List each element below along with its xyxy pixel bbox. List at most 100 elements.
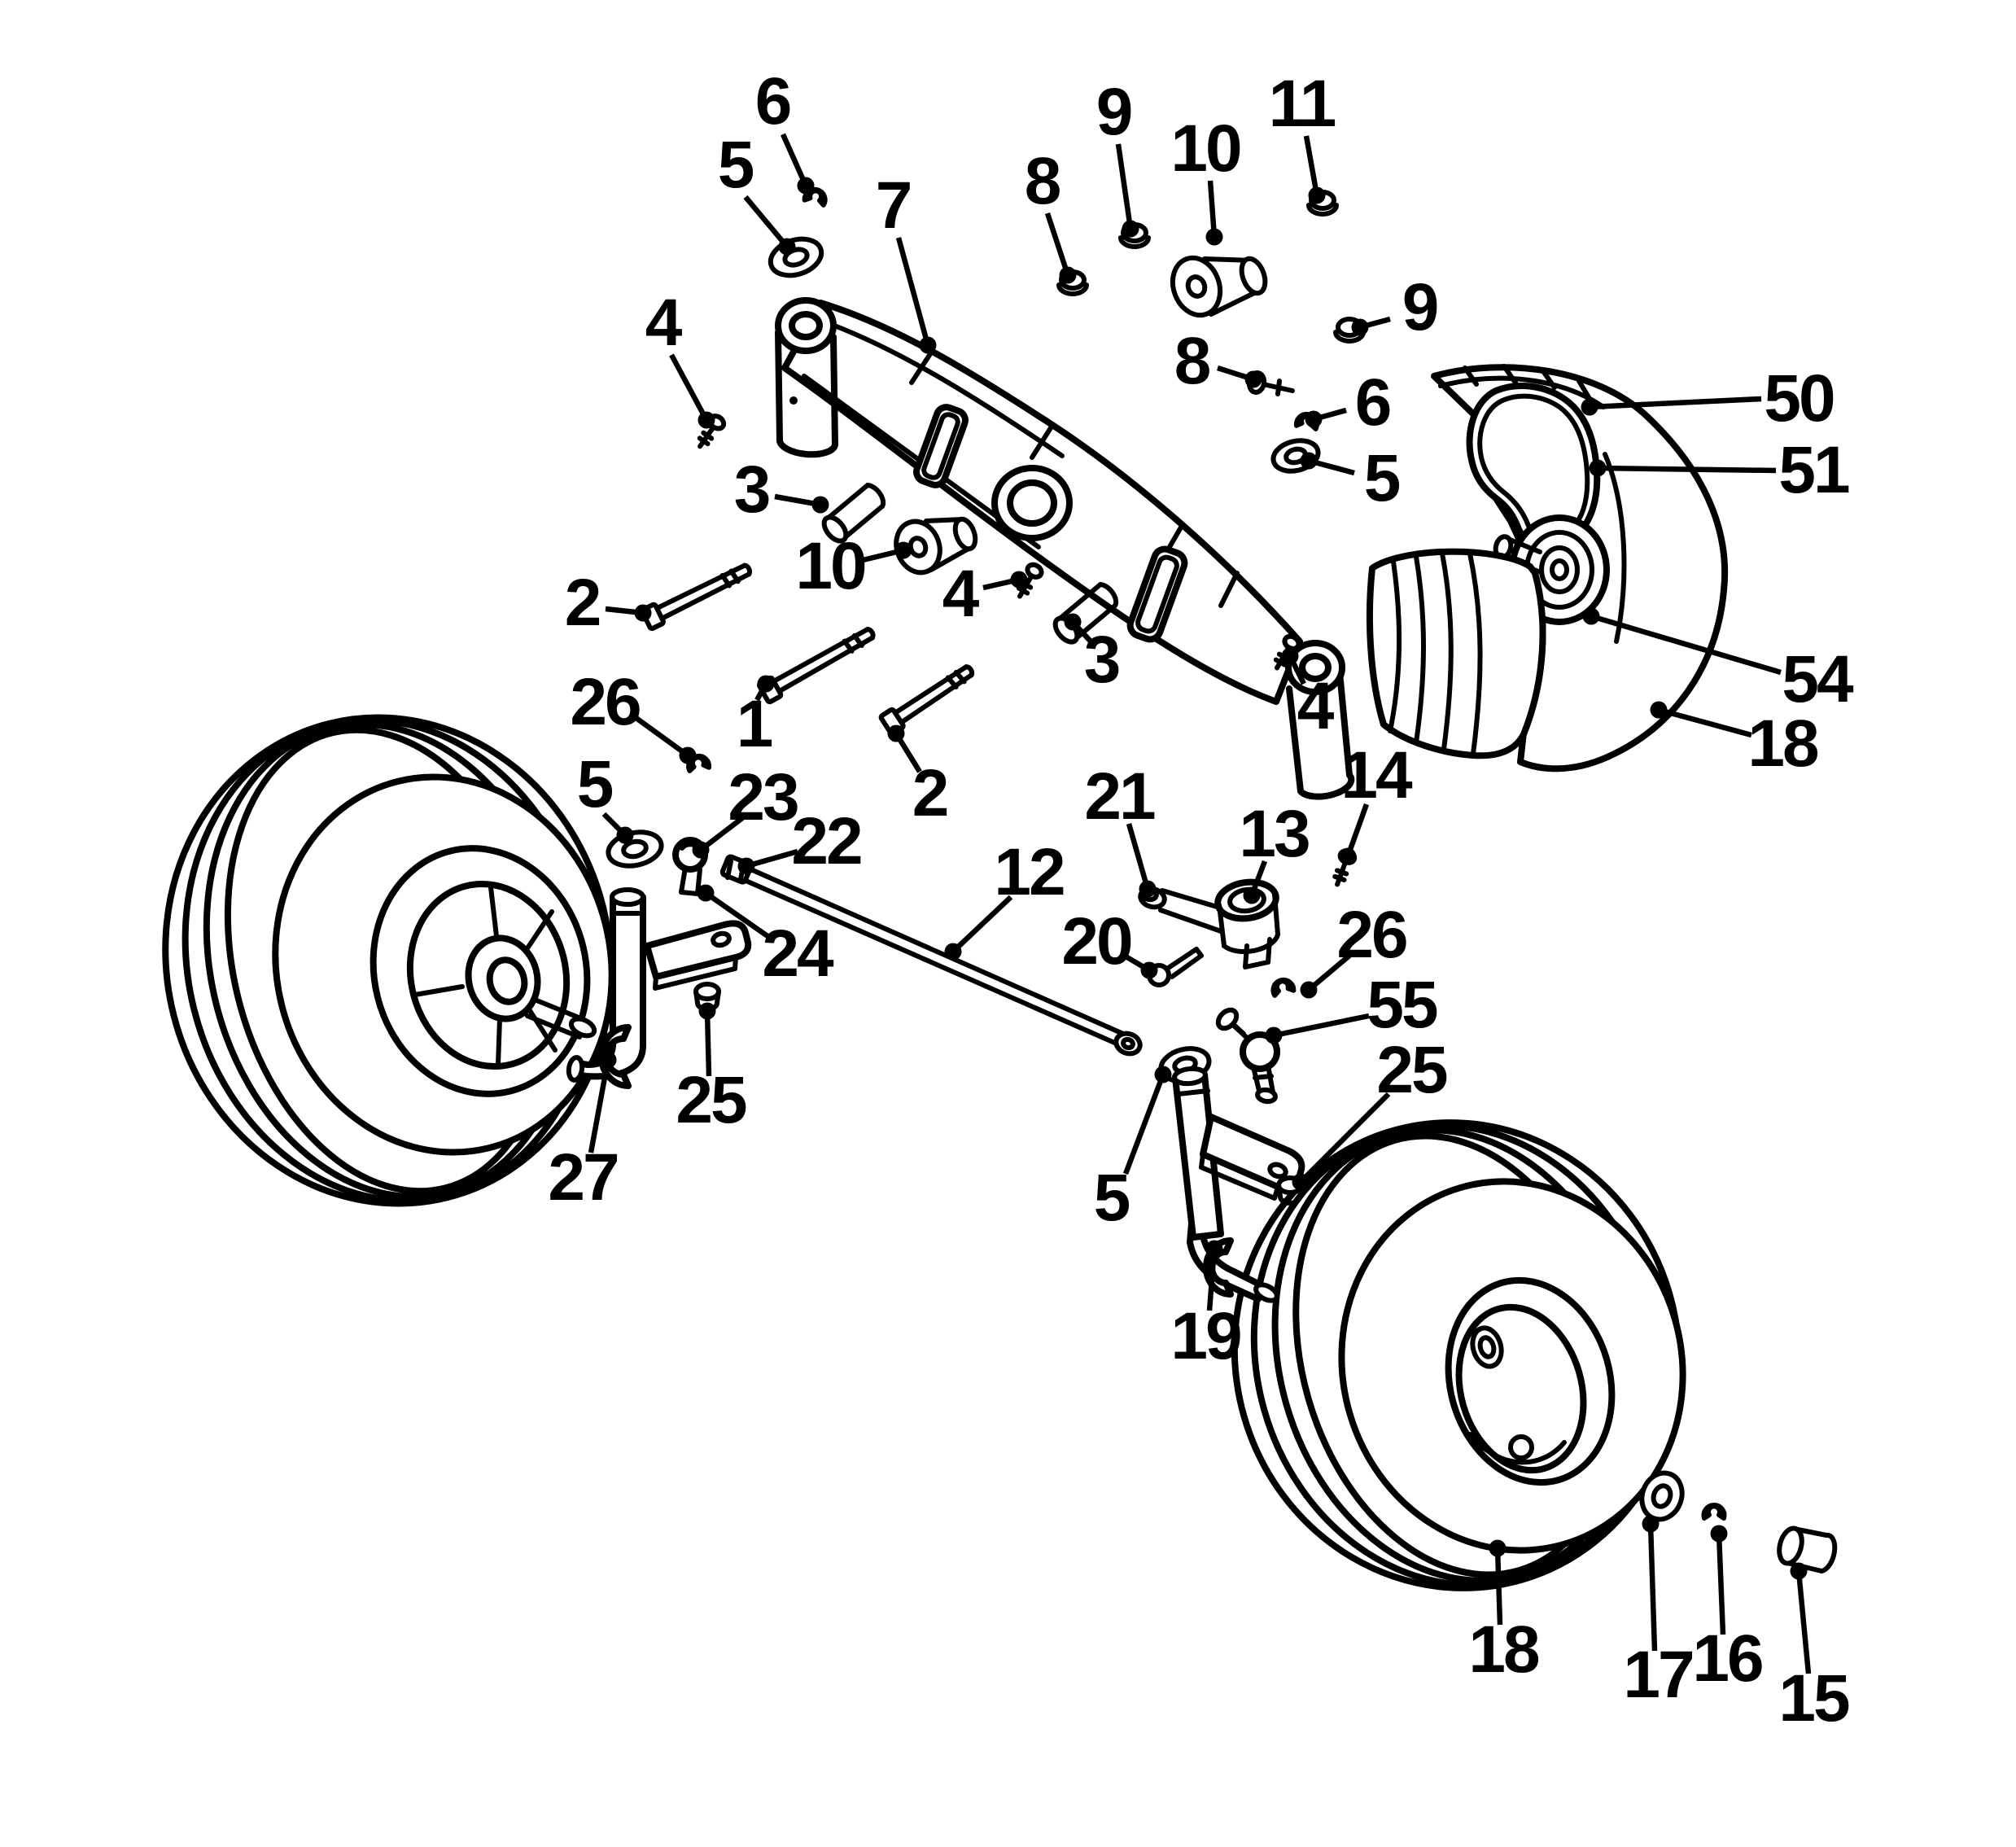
callout-label-5-37: 5 xyxy=(1094,1161,1130,1235)
leader-dot xyxy=(1790,1562,1808,1580)
leader-dot xyxy=(1281,647,1299,665)
axle-beam xyxy=(775,297,1355,800)
center-pivot-boss xyxy=(991,465,1073,541)
flat-washer xyxy=(767,236,824,278)
leader-dot xyxy=(1139,880,1157,898)
flat-washer xyxy=(606,829,664,869)
leader-line xyxy=(746,848,798,869)
beam-window xyxy=(913,404,969,488)
callout-51: 51 xyxy=(1589,433,1852,507)
hex-bolt xyxy=(757,627,876,705)
leader-line xyxy=(1115,143,1134,230)
leader-line xyxy=(1716,1533,1726,1635)
callout-label-50-11: 50 xyxy=(1764,361,1834,435)
leader-dot xyxy=(1064,613,1082,631)
leader-dot xyxy=(887,724,905,742)
callout-18: 18 xyxy=(1468,1539,1542,1687)
callout-label-19-40: 19 xyxy=(1170,1299,1240,1373)
leader-line xyxy=(1597,465,1777,474)
leader-line xyxy=(1589,396,1762,410)
leader-dot xyxy=(1010,571,1028,589)
callout-6: 6 xyxy=(1305,365,1393,440)
callout-label-2-22: 2 xyxy=(912,756,947,830)
callout-label-54-13: 54 xyxy=(1782,642,1854,716)
leader-dot xyxy=(737,857,755,875)
callout-10: 10 xyxy=(795,529,912,603)
leader-line xyxy=(1494,1547,1503,1626)
cutaway-wheel xyxy=(1366,364,1729,773)
pivot-bushing xyxy=(1170,255,1268,318)
callout-5: 5 xyxy=(1300,441,1402,515)
leader-dot xyxy=(1059,266,1077,284)
leader-dot xyxy=(1489,1539,1507,1557)
callout-3: 3 xyxy=(734,453,829,527)
callout-26: 26 xyxy=(1300,898,1409,999)
callout-label-14-31: 14 xyxy=(1340,738,1413,812)
leader-dot xyxy=(1642,1515,1660,1533)
hub-bore xyxy=(1470,1325,1504,1369)
leader-line xyxy=(1647,1523,1658,1652)
leader-dot xyxy=(944,943,962,961)
callout-8: 8 xyxy=(1025,144,1077,284)
leader-line xyxy=(1306,953,1352,992)
tie-rod xyxy=(740,865,1143,1057)
hub-bore-hole xyxy=(1477,1335,1497,1359)
callout-9: 9 xyxy=(1096,75,1139,238)
callout-label-24-32: 24 xyxy=(762,917,834,991)
callout-label-55-35: 55 xyxy=(1367,968,1437,1042)
callout-label-4-19: 4 xyxy=(942,557,980,631)
leader-line xyxy=(1658,707,1752,738)
cap-nut xyxy=(693,982,721,1012)
callout-9: 9 xyxy=(1351,270,1440,344)
leader-dot xyxy=(698,1002,716,1020)
leader-dot xyxy=(1292,1173,1310,1191)
leader-line xyxy=(1206,1248,1218,1311)
callout-label-3-16: 3 xyxy=(734,453,769,527)
leader-dot xyxy=(919,336,937,354)
leader-dot xyxy=(894,541,912,559)
tread-ribs xyxy=(1388,551,1483,756)
leader-dot xyxy=(1589,459,1607,477)
leader-dot xyxy=(1300,981,1318,999)
callout-label-10-17: 10 xyxy=(795,529,865,603)
leader-dot xyxy=(1140,961,1158,979)
e-clip xyxy=(1270,977,1297,998)
callout-label-5-25: 5 xyxy=(577,747,613,821)
callout-label-5-1: 5 xyxy=(718,128,754,202)
leader-dot xyxy=(1154,1066,1172,1083)
callout-label-17-42: 17 xyxy=(1623,1638,1692,1712)
callout-label-10-5: 10 xyxy=(1170,112,1240,186)
callout-6: 6 xyxy=(755,64,815,195)
callout-18: 18 xyxy=(1650,701,1821,781)
callout-label-5-10: 5 xyxy=(1364,441,1400,515)
leader-line xyxy=(699,816,744,852)
callout-label-2-18: 2 xyxy=(565,566,600,640)
leader-line xyxy=(588,1059,611,1153)
callout-label-26-34: 26 xyxy=(1336,898,1406,972)
flat-washer xyxy=(1639,1470,1685,1522)
leader-dot xyxy=(1710,1525,1728,1543)
leader-line xyxy=(1126,823,1151,890)
tread-cut-block xyxy=(1366,548,1546,759)
dish-detail xyxy=(1467,1432,1567,1465)
leader-line xyxy=(1303,135,1320,196)
callout-4: 4 xyxy=(942,557,1028,631)
rod-end-eye xyxy=(1113,1031,1143,1057)
callout-17: 17 xyxy=(1623,1515,1695,1712)
callout-label-4-15: 4 xyxy=(645,286,683,360)
leader-dot xyxy=(634,604,652,622)
callout-label-22-27: 22 xyxy=(791,804,861,878)
leader-line xyxy=(1044,212,1071,277)
callout-label-6-0: 6 xyxy=(755,64,790,138)
callout-label-3-20: 3 xyxy=(1084,623,1119,697)
leader-dot xyxy=(692,841,710,859)
leader-line xyxy=(781,133,808,187)
callout-label-11-6: 11 xyxy=(1269,67,1336,141)
e-clip xyxy=(1701,1503,1727,1521)
callout-label-51-12: 51 xyxy=(1778,433,1849,507)
callout-2: 2 xyxy=(887,724,950,830)
leader-dot xyxy=(1244,370,1262,388)
right-spindle xyxy=(1172,1066,1279,1303)
callout-label-7-2: 7 xyxy=(876,169,911,243)
